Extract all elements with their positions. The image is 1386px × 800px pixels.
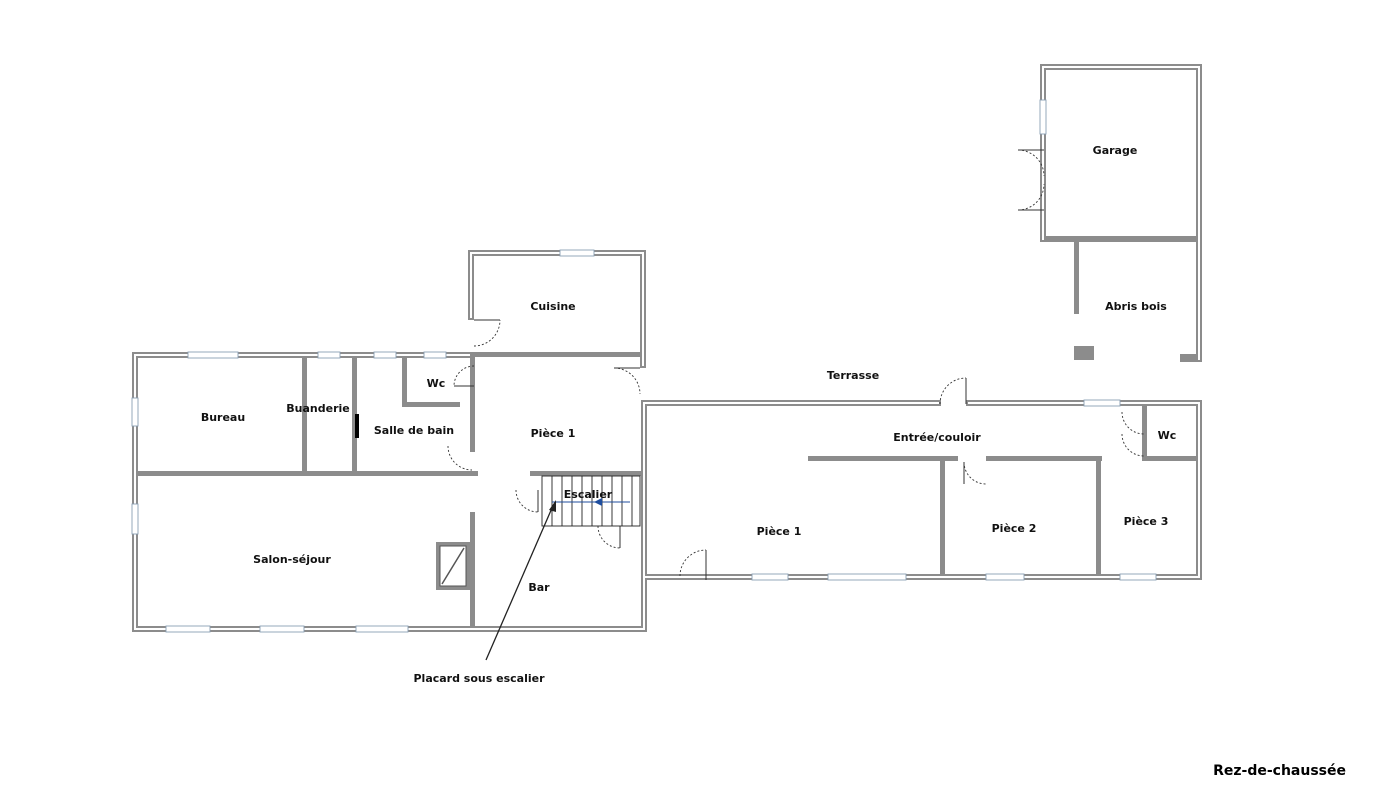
label-bureau: Bureau [201, 411, 245, 424]
label-wc-right: Wc [1158, 429, 1177, 442]
placard-arrow [485, 500, 556, 661]
label-piece3: Pièce 3 [1124, 515, 1169, 528]
label-salon-sejour: Salon-séjour [253, 553, 331, 566]
windows [131, 99, 1157, 633]
plan-title: Rez-de-chaussée [1213, 763, 1346, 779]
label-placard: Placard sous escalier [413, 672, 545, 685]
label-abris-bois: Abris bois [1105, 300, 1167, 313]
label-entree-couloir: Entrée/couloir [893, 431, 981, 444]
room-labels: Bureau Buanderie Salle de bain Wc Cuisin… [201, 144, 1346, 779]
walls [132, 64, 1202, 632]
doors [447, 149, 1145, 580]
label-garage: Garage [1093, 144, 1138, 157]
staircase [541, 475, 641, 527]
label-piece2: Pièce 2 [992, 522, 1037, 535]
label-buanderie: Buanderie [286, 402, 349, 415]
label-salle-de-bain: Salle de bain [374, 424, 454, 437]
label-escalier: Escalier [564, 488, 613, 501]
door-mark [355, 414, 359, 438]
label-wc-left: Wc [427, 377, 446, 390]
chimney [439, 545, 467, 587]
label-bar: Bar [528, 581, 550, 594]
label-piece1-right: Pièce 1 [757, 525, 802, 538]
label-terrasse: Terrasse [827, 369, 879, 382]
label-cuisine: Cuisine [530, 300, 575, 313]
label-piece1-left: Pièce 1 [531, 427, 576, 440]
